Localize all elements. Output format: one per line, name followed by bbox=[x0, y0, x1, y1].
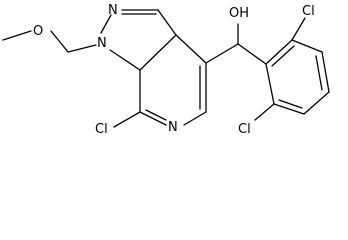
bond-n6-c7-double bbox=[145, 109, 167, 121]
bond-lines bbox=[2, 9, 330, 128]
bond-ar3-ar4 bbox=[321, 51, 330, 93]
bond-ar6-cl bbox=[254, 103, 275, 121]
bond-c7a-n1 bbox=[109, 49, 141, 71]
pyrazole-n2-label: N bbox=[108, 3, 118, 18]
bond-c3a-c4 bbox=[175, 34, 207, 64]
chloro-top-label: Cl bbox=[302, 4, 315, 19]
bond-ar6-ar1 bbox=[265, 63, 275, 105]
bond-c7-cl bbox=[113, 111, 141, 128]
bond-ar1-ar2 bbox=[265, 39, 293, 65]
chemical-structure-diagram: O N N N OH Cl Cl Cl bbox=[2, 3, 330, 137]
pyridine-n-label: N bbox=[168, 120, 178, 135]
atom-labels: O N N N OH Cl Cl Cl bbox=[33, 3, 315, 137]
pyrazole-n1-label: N bbox=[97, 36, 107, 51]
bond-n6-c7 bbox=[139, 111, 167, 126]
bond-c4-carbinol bbox=[205, 43, 239, 64]
hydroxyl-label: OH bbox=[229, 6, 249, 21]
bond-ar4-ar5 bbox=[303, 91, 330, 115]
chloro-bottom-right-label: Cl bbox=[238, 122, 251, 137]
bond-ar5-ar6 bbox=[273, 103, 305, 115]
bond-c5-n6 bbox=[183, 111, 207, 126]
bond-o-ch2 bbox=[50, 30, 69, 53]
bond-ch2-n1 bbox=[67, 44, 97, 53]
bond-c3-c3a bbox=[157, 9, 177, 36]
bond-carbinol-aryl bbox=[237, 43, 267, 65]
bond-methyl-o bbox=[2, 30, 32, 41]
chloro-bottom-left-label: Cl bbox=[95, 122, 108, 137]
bond-ar2-cl bbox=[291, 17, 306, 41]
bond-n1-n2 bbox=[100, 14, 112, 34]
bond-ar1-ar2-double bbox=[271, 45, 295, 67]
bond-ar2-ar3 bbox=[291, 39, 323, 53]
bond-ar3-ar4-double bbox=[315, 55, 323, 91]
bond-c3a-c7a bbox=[139, 34, 177, 71]
bond-ar5-ar6-double bbox=[278, 99, 303, 109]
ether-oxygen-label: O bbox=[33, 24, 43, 39]
